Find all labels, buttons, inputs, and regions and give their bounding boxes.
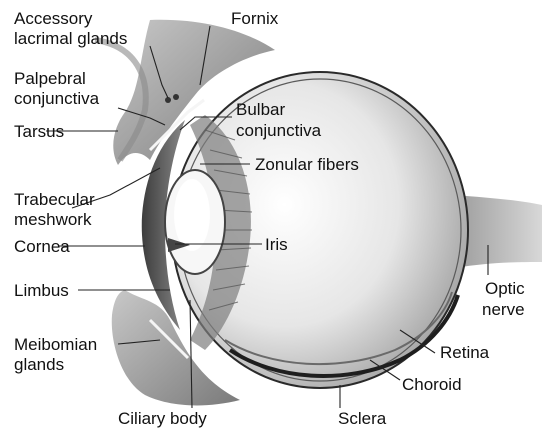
label-accessory-1: Accessory bbox=[14, 9, 93, 28]
label-iris: Iris bbox=[265, 235, 288, 254]
label-trabecular-1: Trabecular bbox=[14, 190, 95, 209]
label-meibomian-2: glands bbox=[14, 355, 64, 374]
label-optic-2: nerve bbox=[482, 300, 525, 319]
label-zonular: Zonular fibers bbox=[255, 155, 359, 174]
label-choroid: Choroid bbox=[402, 375, 462, 394]
label-bulbar-2: conjunctiva bbox=[236, 121, 322, 140]
label-ciliary-body: Ciliary body bbox=[118, 409, 207, 428]
label-trabecular-2: meshwork bbox=[14, 210, 92, 229]
label-palpebral-2: conjunctiva bbox=[14, 89, 100, 108]
label-cornea: Cornea bbox=[14, 237, 70, 256]
label-bulbar-1: Bulbar bbox=[236, 100, 285, 119]
label-palpebral-1: Palpebral bbox=[14, 69, 86, 88]
label-sclera: Sclera bbox=[338, 409, 387, 428]
label-meibomian-1: Meibomian bbox=[14, 335, 97, 354]
label-fornix: Fornix bbox=[231, 9, 279, 28]
label-optic-1: Optic bbox=[485, 279, 525, 298]
label-tarsus: Tarsus bbox=[14, 122, 64, 141]
label-limbus: Limbus bbox=[14, 281, 69, 300]
accessory-gland-2 bbox=[173, 94, 179, 100]
label-retina: Retina bbox=[440, 343, 490, 362]
label-accessory-2: lacrimal glands bbox=[14, 29, 127, 48]
